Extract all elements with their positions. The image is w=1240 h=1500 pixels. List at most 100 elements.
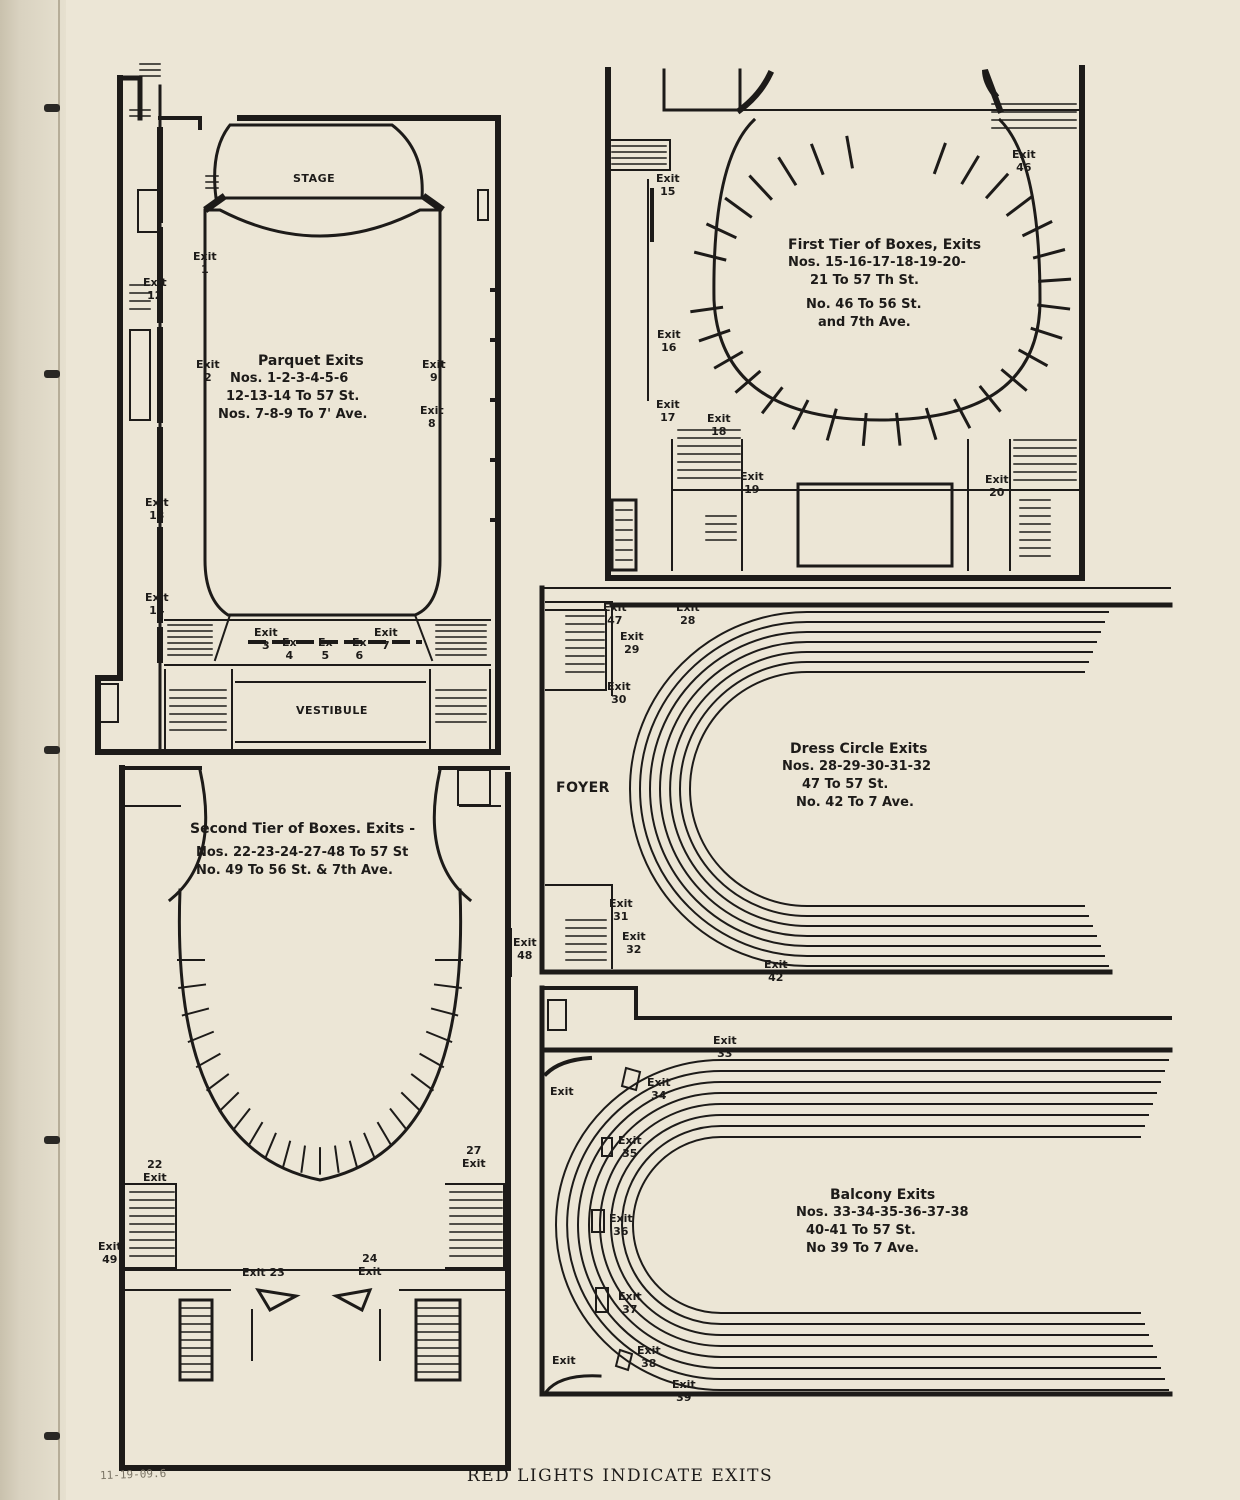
seating-row (599, 1103, 1153, 1347)
seating-row (610, 1114, 1149, 1336)
tier-box-partitions (177, 959, 463, 1175)
partition-line (932, 142, 947, 175)
binding-staple (44, 1432, 60, 1440)
first-tier-legend-line: Nos. 15-16-17-18-19-20- (788, 255, 966, 270)
partition-line (334, 1145, 340, 1173)
seating-row (621, 1125, 1145, 1325)
dress-circle-plan (539, 585, 1173, 975)
first-tier-legend-line: No. 46 To 56 St. (806, 297, 922, 312)
handwritten-date: 11-19-09.6 (99, 1466, 167, 1483)
partition-line (363, 1132, 376, 1159)
partition-line (953, 398, 972, 429)
partition-line (187, 1030, 215, 1044)
partition-line (1005, 194, 1034, 217)
seating-row (555, 1059, 1169, 1391)
partition-line (1038, 277, 1072, 283)
partition-line (895, 412, 902, 446)
vestibule-label: VESTIBULE (296, 704, 368, 717)
second-tier-legend-title: Second Tier of Boxes. Exits - (190, 821, 416, 837)
partition-line (181, 1007, 210, 1017)
exit-label-e40: Exit (550, 1085, 574, 1098)
partition-line (433, 983, 462, 990)
second-tier-plan (119, 765, 512, 1471)
dress-circle-legend-title: Dress Circle Exits (790, 741, 928, 757)
stage-outline (213, 123, 424, 200)
dress-circle-legend: Dress Circle Exits Nos. 28-29-30-31-32 4… (782, 740, 931, 812)
partition-line (777, 156, 798, 187)
partition-line (195, 1052, 221, 1069)
second-tier-legend-line: No. 49 To 56 St. & 7th Ave. (196, 863, 393, 878)
seating-row (689, 671, 1085, 907)
seating-row (639, 621, 1105, 957)
partition-line (960, 155, 980, 185)
tier-box-partitions (690, 135, 1072, 447)
dress-circle-legend-line: Nos. 28-29-30-31-32 (782, 759, 932, 774)
dress-circle-legend-line: No. 42 To 7 Ave. (796, 795, 914, 810)
binding-staple (44, 104, 60, 112)
partition-line (430, 1007, 459, 1017)
first-tier-legend-line: and 7th Ave. (818, 315, 911, 330)
seating-row (659, 641, 1097, 937)
first-tier-legend-line: 21 To 57 Th St. (810, 273, 919, 288)
partition-line (264, 1132, 277, 1159)
partition-line (978, 385, 1002, 413)
partition-line (698, 328, 731, 343)
seating-row (577, 1081, 1161, 1369)
parquet-legend-line: 12-13-14 To 57 St. (226, 389, 360, 404)
partition-line (1021, 220, 1053, 238)
parquet-legend: Parquet Exits Nos. 1-2-3-4-5-6 12-13-14 … (196, 352, 367, 424)
partition-line (791, 399, 810, 431)
partition-line (693, 250, 727, 262)
binding-staple (44, 370, 60, 378)
tier-horseshoe (712, 117, 1042, 422)
partition-line (300, 1145, 306, 1173)
parquet-legend-line: Nos. 1-2-3-4-5-6 (230, 371, 349, 386)
partition-line (247, 1121, 264, 1147)
seating-row (588, 1092, 1157, 1358)
partition-line (218, 1091, 240, 1113)
balcony-plan (539, 985, 1173, 1397)
partition-line (825, 408, 838, 441)
partition-line (809, 143, 825, 176)
partition-line (205, 1073, 230, 1092)
partition-line (748, 174, 774, 201)
partition-line (425, 1030, 453, 1044)
partition-line (1017, 348, 1049, 368)
first-tier-plan (605, 65, 1085, 581)
dress-circle-legend-line: 47 To 57 St. (802, 777, 889, 792)
partition-line (376, 1121, 393, 1147)
partition-line (924, 407, 938, 441)
partition-line (1037, 303, 1071, 311)
partition-line (713, 350, 744, 370)
binding-staple (44, 746, 60, 754)
partition-line (724, 196, 753, 219)
second-tier-legend-line: Nos. 22-23-24-27-48 To 57 St (196, 845, 409, 860)
partition-line (410, 1073, 435, 1092)
auditorium-outline (203, 208, 442, 617)
balcony-legend: Balcony Exits Nos. 33-34-35-36-37-38 40-… (796, 1186, 969, 1258)
partition-line (232, 1107, 251, 1131)
